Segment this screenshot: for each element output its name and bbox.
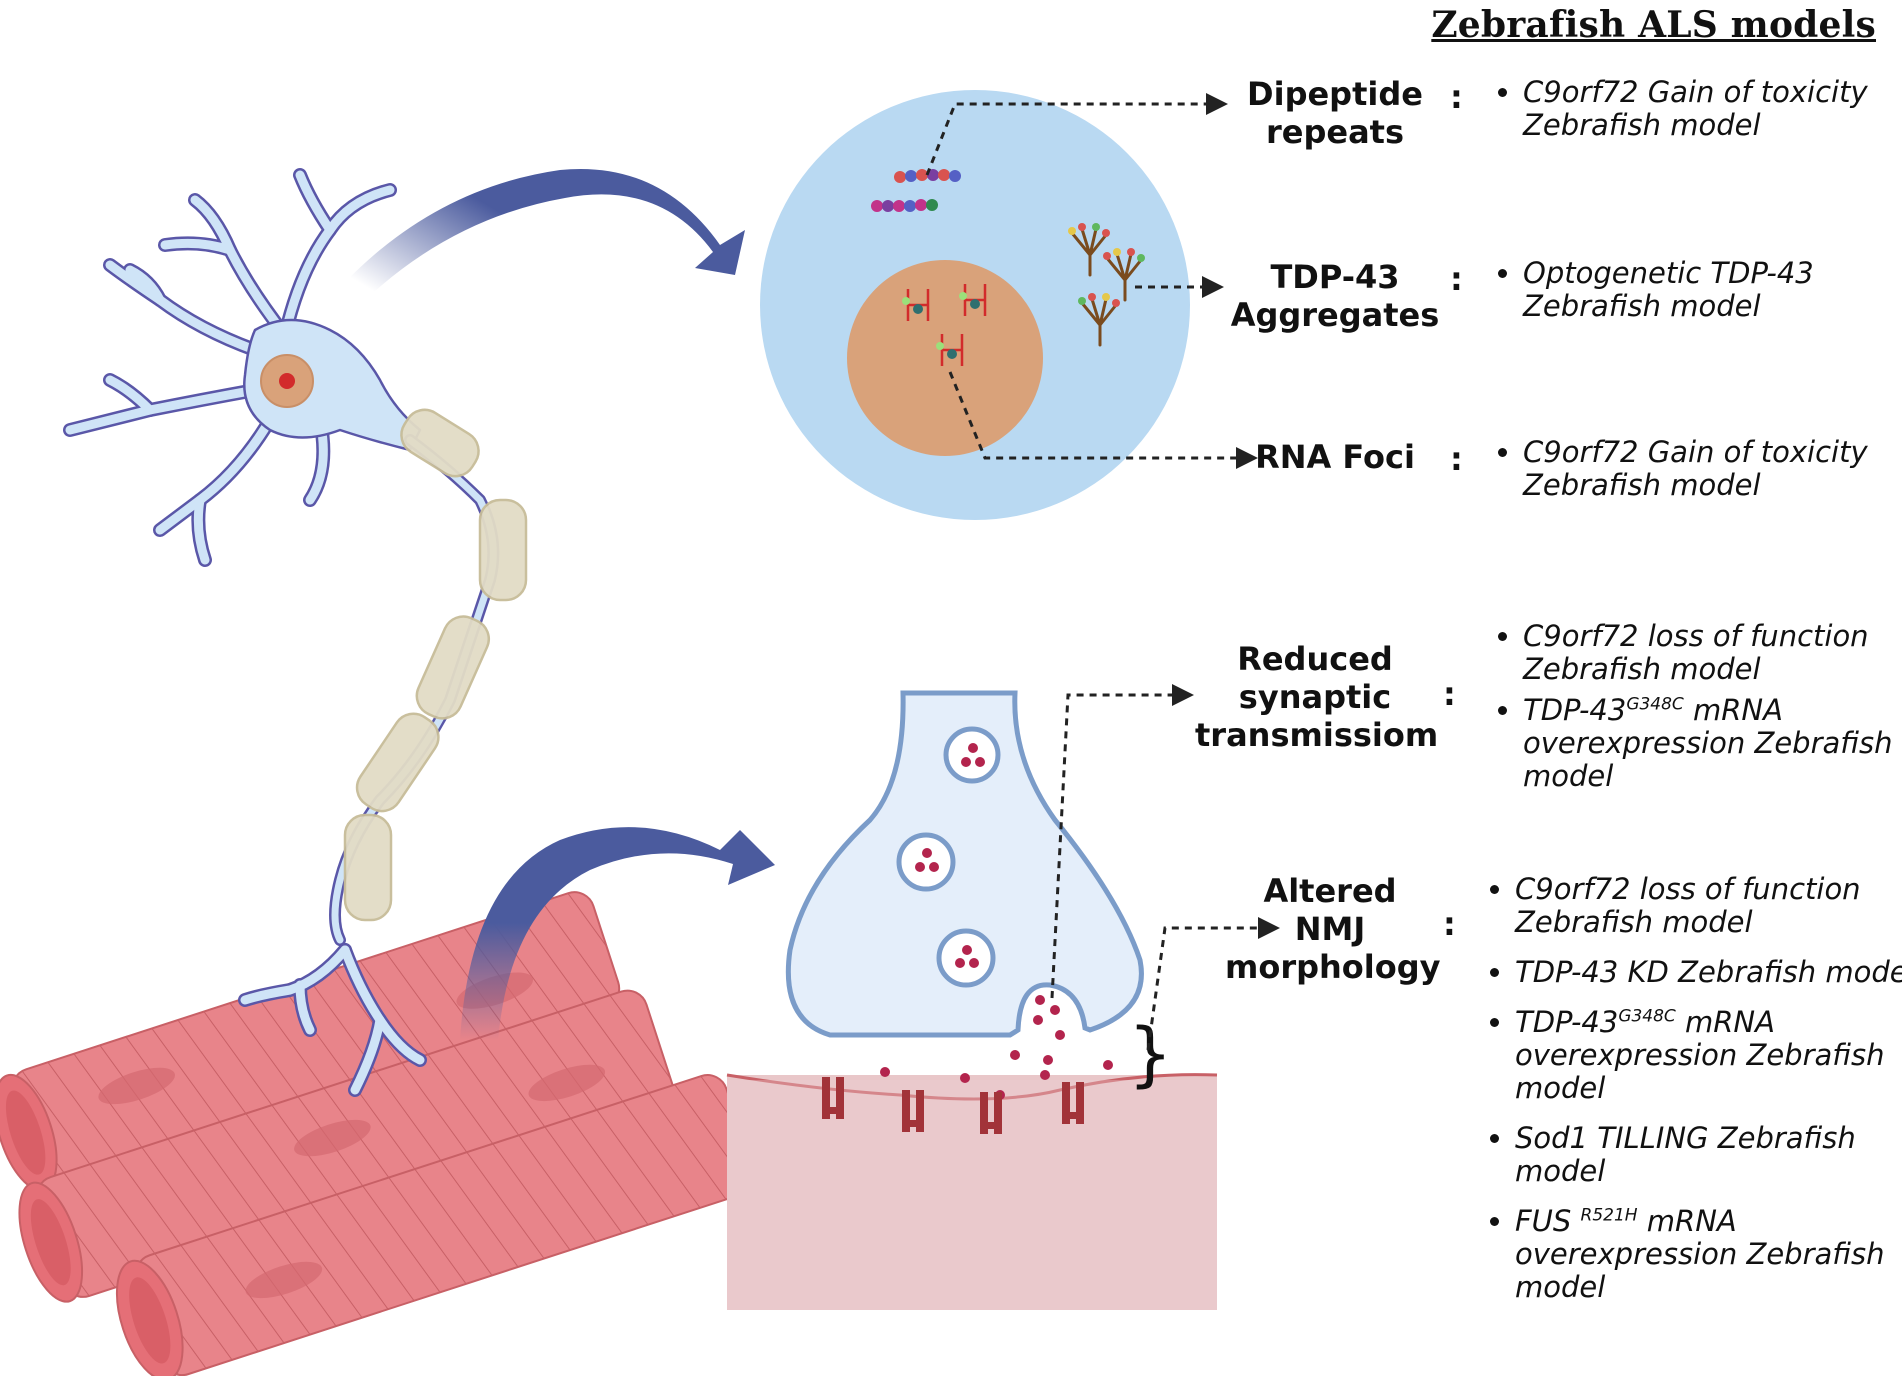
cell-zoom (760, 90, 1190, 520)
model-superscript: G348C (1618, 1006, 1676, 1027)
model-list-dipeptide: C9orf72 Gain of toxicity Zebrafish model (1486, 76, 1902, 150)
feature-line: Aggregates (1230, 296, 1440, 334)
colon-separator: : (1450, 78, 1463, 116)
model-list-rna-foci: C9orf72 Gain of toxicity Zebrafish model (1486, 436, 1902, 510)
colon-separator: : (1450, 260, 1463, 298)
model-item: FUS R521H mRNA overexpression Zebrafish … (1515, 1205, 1902, 1304)
feature-line: morphology (1225, 948, 1441, 986)
leader-arrows (925, 102, 1260, 1051)
model-text: FUS (1515, 1204, 1581, 1238)
feature-line: Altered (1263, 872, 1397, 910)
feature-line: transmissiom (1195, 716, 1439, 754)
tdp43-aggregates (1068, 223, 1145, 347)
feature-line: TDP-43 (1270, 258, 1400, 296)
model-superscript: R521H (1580, 1205, 1638, 1226)
colon-separator: : (1443, 675, 1456, 713)
model-text: mRNA overexpression Zebrafish model (1523, 693, 1893, 793)
rna-foci (902, 284, 987, 366)
feature-tdp43-aggregates: TDP-43 Aggregates (1230, 258, 1440, 334)
model-text: mRNA overexpression Zebrafish model (1515, 1204, 1885, 1304)
colon-separator: : (1450, 440, 1463, 478)
nmj-zoom: } (726, 690, 1218, 1310)
colon-separator: : (1443, 905, 1456, 943)
model-item: C9orf72 loss of function Zebrafish model (1515, 873, 1902, 939)
panel-title: Zebrafish ALS models (1431, 4, 1876, 46)
feature-line: Reduced (1237, 640, 1393, 678)
model-text: TDP-43 (1515, 1005, 1619, 1039)
feature-line: RNA Foci (1255, 438, 1415, 476)
arrow-terminal-to-nmj (460, 827, 775, 1040)
model-item: Optogenetic TDP-43 Zebrafish model (1523, 257, 1902, 323)
feature-line: repeats (1265, 113, 1405, 151)
model-item: TDP-43G348C mRNA overexpression Zebrafis… (1523, 694, 1902, 793)
feature-line: NMJ (1294, 910, 1366, 948)
model-text: mRNA overexpression Zebrafish model (1515, 1005, 1885, 1105)
muscle-fibers (0, 891, 755, 1376)
feature-altered-nmj-morphology: Altered NMJ morphology (1225, 872, 1441, 986)
feature-dipeptide-repeats: Dipeptide repeats (1230, 75, 1440, 151)
dipeptide-repeats-beads (871, 169, 961, 212)
model-text: C9orf72 loss of function Zebrafish model (1515, 872, 1861, 939)
model-list-nmj: C9orf72 loss of function Zebrafish model… (1478, 873, 1902, 1321)
model-item: C9orf72 loss of function Zebrafish model (1523, 620, 1902, 686)
model-text: TDP-43 (1523, 693, 1627, 727)
model-text: Sod1 TILLING Zebrafish model (1515, 1121, 1856, 1188)
feature-line: synaptic (1238, 678, 1392, 716)
model-item: TDP-43G348C mRNA overexpression Zebrafis… (1515, 1006, 1902, 1105)
leader-arrowheads (1172, 93, 1280, 939)
svg-text:}: } (1128, 1013, 1173, 1095)
model-item: TDP-43 KD Zebrafish model (1515, 956, 1902, 989)
model-item: C9orf72 Gain of toxicity Zebrafish model (1523, 76, 1902, 142)
model-text: TDP-43 KD Zebrafish model (1515, 955, 1902, 989)
model-item: Sod1 TILLING Zebrafish model (1515, 1122, 1902, 1188)
model-text: C9orf72 loss of function Zebrafish model (1523, 619, 1869, 686)
feature-reduced-synaptic-transmission: Reduced synaptic transmissiom (1195, 640, 1439, 754)
feature-rna-foci: RNA Foci (1250, 438, 1420, 476)
model-list-tdp43: Optogenetic TDP-43 Zebrafish model (1486, 257, 1902, 331)
model-list-synaptic: C9orf72 loss of function Zebrafish model… (1486, 620, 1902, 801)
arrow-neuron-to-cell (320, 168, 745, 320)
model-item: C9orf72 Gain of toxicity Zebrafish model (1523, 436, 1902, 502)
neuron (63, 168, 528, 1097)
feature-line: Dipeptide (1247, 75, 1423, 113)
model-text: C9orf72 Gain of toxicity Zebrafish model (1523, 75, 1868, 142)
model-text: Optogenetic TDP-43 Zebrafish model (1523, 256, 1814, 323)
model-text: C9orf72 Gain of toxicity Zebrafish model (1523, 435, 1868, 502)
model-superscript: G348C (1626, 694, 1684, 715)
